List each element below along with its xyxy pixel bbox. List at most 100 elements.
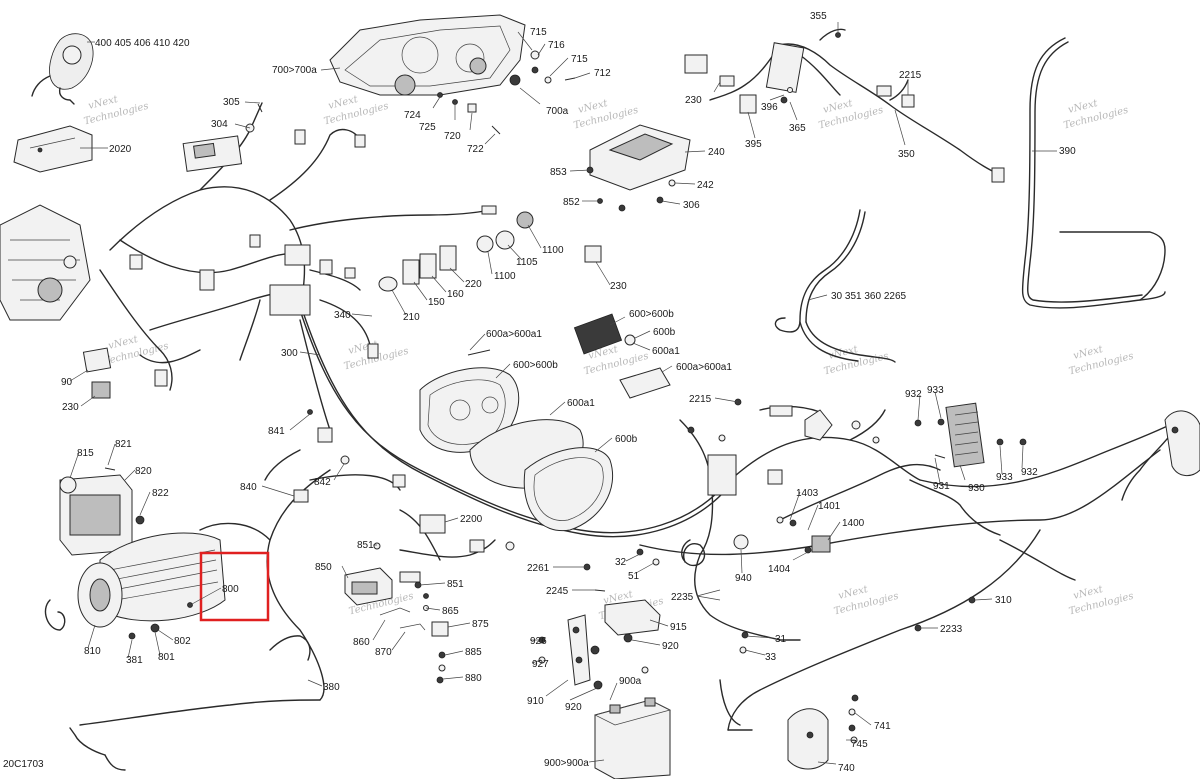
callout-821: 821 [115,439,132,450]
cover-2020 [13,125,93,173]
callout-381: 381 [126,655,143,666]
battery-strap-910 [538,614,591,686]
callout-2215a: 2215 [899,70,922,81]
callout-51: 51 [628,571,640,582]
callout-820: 820 [135,466,152,477]
harness-connectors-left [129,129,497,387]
callout-932b: 932 [1021,467,1038,478]
callout-365: 365 [789,123,806,134]
callout-885: 885 [465,647,482,658]
callout-920b: 920 [565,702,582,713]
relay-90 [82,347,112,399]
callout-741: 741 [874,721,891,732]
callout-31: 31 [775,634,787,645]
fuse-box-304 [182,103,263,172]
gauge-600 [419,313,671,532]
battery-900 [594,697,671,779]
callout-600a1: 600a1 [652,346,680,357]
callout-2200: 2200 [460,514,483,525]
callout-340: 340 [334,310,351,321]
callout-920a: 920 [662,641,679,652]
callout-724: 724 [404,110,421,121]
callout-910: 910 [527,696,544,707]
winch-assembly [44,467,226,640]
callout-931: 931 [933,481,950,492]
callout-2235: 2235 [671,592,694,603]
callout-230c: 230 [62,402,79,413]
callout-2020: 2020 [109,144,132,155]
callout-1400: 1400 [842,518,865,529]
callout-400: 400 405 406 410 420 [95,38,190,49]
callout-745: 745 [851,739,868,750]
callout-2261: 2261 [527,563,550,574]
main-harness [69,28,1181,771]
callout-810: 810 [84,646,101,657]
callout-600a1-c: 600a1 [567,398,595,409]
callout-33: 33 [765,652,777,663]
callout-850: 850 [315,562,332,573]
callout-600b-b: 600b [615,434,638,445]
callout-310: 310 [995,595,1012,606]
callout-900: 900>900a [544,758,589,769]
callout-305: 305 [223,97,240,108]
headlight-left [0,204,91,321]
contactor-850 [344,514,485,684]
callout-1100a: 1100 [542,245,564,256]
callout-875: 875 [472,619,489,630]
callout-801: 801 [158,652,175,663]
callout-2233: 2233 [940,624,963,635]
callout-355: 355 [810,11,827,22]
callout-800: 800 [222,584,239,595]
callout-927: 927 [532,659,549,670]
callout-labels: 400 405 406 410 420 2020 305 304 700>700… [3,11,1076,774]
callout-851b: 851 [447,579,464,590]
callout-725: 725 [419,122,436,133]
callout-90: 90 [61,377,73,388]
callout-700: 700>700a [272,65,317,76]
callout-853: 853 [550,167,567,178]
callout-715b: 715 [571,54,588,65]
callout-304: 304 [211,119,228,130]
coil-940 [681,534,749,567]
callout-350: 350 [898,149,915,160]
bracket-915 [590,599,661,690]
callout-1404: 1404 [768,564,791,575]
ecu-240 [586,124,691,212]
callout-722: 722 [467,144,484,155]
callout-150: 150 [428,297,445,308]
callout-396: 396 [761,102,778,113]
callout-712: 712 [594,68,611,79]
callout-841: 841 [268,426,285,437]
callout-395: 395 [745,139,762,150]
callout-842: 842 [314,477,331,488]
light-740 [787,694,859,770]
callout-865: 865 [442,606,459,617]
callout-851a: 851 [357,540,374,551]
callout-220: 220 [465,279,482,290]
callout-380: 380 [323,682,340,693]
sensor-1400 [707,405,833,554]
callout-32: 32 [615,557,627,568]
callout-716: 716 [548,40,565,51]
headlight-bracket-400 [31,33,94,105]
callout-600-to-600b: 600>600b [629,309,674,320]
callout-822: 822 [152,488,169,499]
callout-915: 915 [670,622,687,633]
highlight-box-800[interactable] [199,551,270,622]
switches-row [378,211,602,292]
callout-940: 940 [735,573,752,584]
callout-870: 870 [375,647,392,658]
callout-600b: 600b [653,327,676,338]
callout-2215b: 2215 [689,394,712,405]
relays-230-upper [684,32,1005,183]
callout-210: 210 [403,312,420,323]
callout-390: 390 [1059,146,1076,157]
regulator-930 [914,402,1027,468]
callout-600a-to-600a1-b: 600a>600a1 [676,362,732,373]
callout-230b: 230 [610,281,627,292]
leader-lines [69,22,1057,765]
callout-160: 160 [447,289,464,300]
callout-720: 720 [444,131,461,142]
callout-930: 930 [968,483,985,494]
